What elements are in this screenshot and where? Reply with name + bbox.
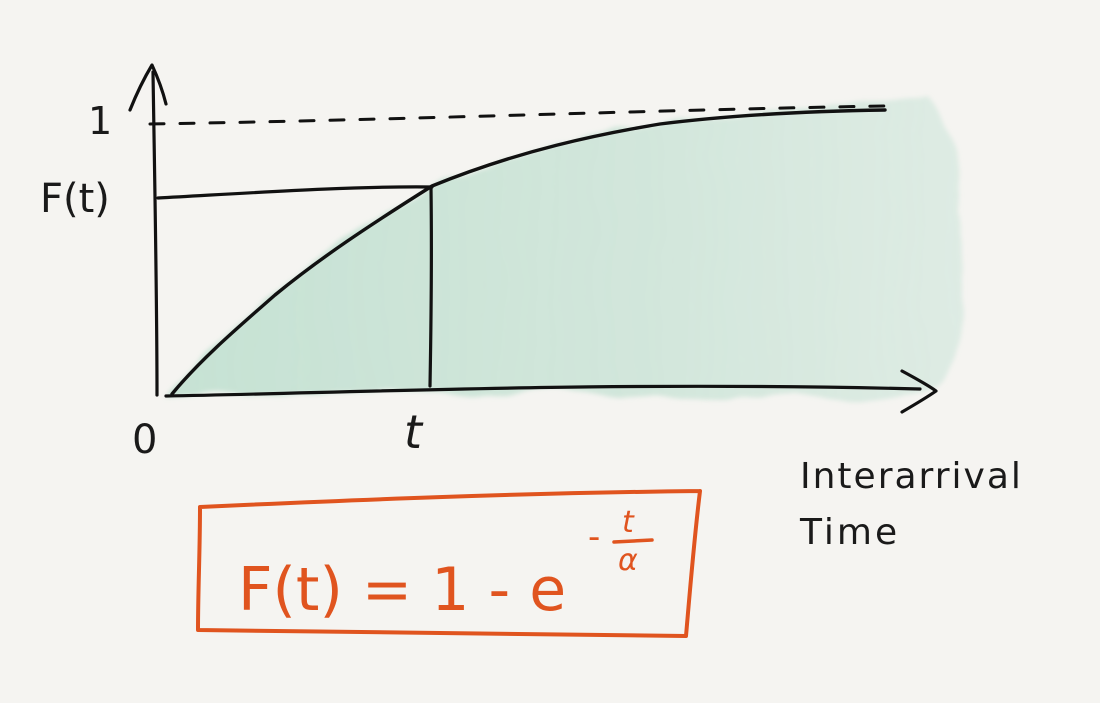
cdf-curve	[170, 108, 887, 396]
x-axis-label-line2: Time	[799, 512, 900, 553]
x-axis-line	[164, 384, 922, 398]
ft-guide-horizontal	[156, 185, 434, 200]
y-axis-line	[151, 70, 159, 397]
t-guide-vertical	[428, 186, 434, 388]
formula-box-outline	[196, 489, 702, 638]
area-under-curve-wash	[170, 98, 966, 400]
x-tick-label-zero: 0	[132, 417, 157, 463]
x-tick-label-t: t	[404, 405, 424, 459]
y-tick-label-one: 1	[88, 99, 112, 143]
y-axis-arrowhead	[128, 63, 168, 112]
formula-exponent-numerator: t	[622, 505, 635, 540]
formula-exponent-denominator: α	[618, 543, 638, 578]
y-tick-label-ft: F(t)	[40, 176, 110, 222]
asymptote-dashed-line	[148, 104, 887, 126]
formula-box: F(t) = 1 - e - t α	[196, 489, 702, 638]
x-axis-label-line1: Interarrival	[800, 456, 1023, 497]
formula-exponent-sign: -	[588, 517, 600, 557]
formula-fraction-bar	[612, 538, 654, 544]
x-axis-arrowhead	[900, 369, 938, 414]
formula-lhs: F(t) = 1 - e	[238, 555, 566, 625]
